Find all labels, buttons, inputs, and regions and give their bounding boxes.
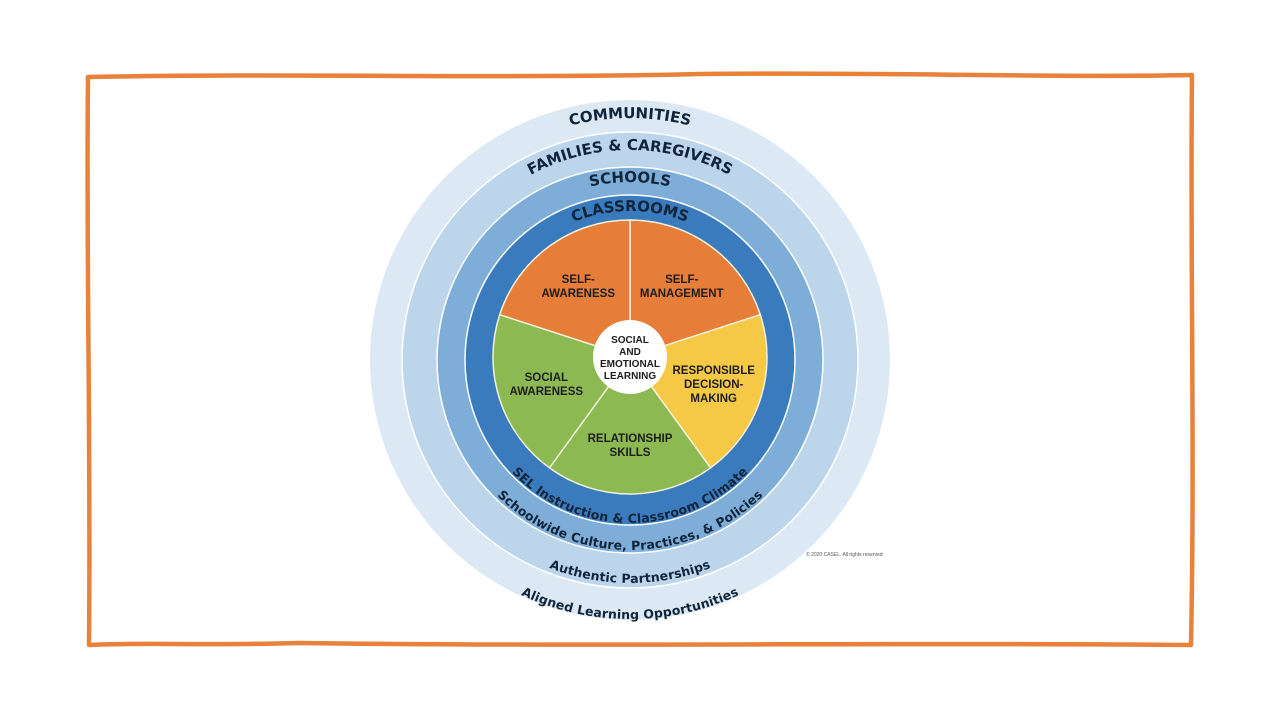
hand-drawn-border (85, 71, 1195, 648)
ring-label-schools: SCHOOLS (587, 168, 672, 190)
segment-label: SELF-AWARENESS (542, 274, 616, 300)
center-circle (593, 320, 667, 394)
segment-label: SELF-MANAGEMENT (640, 274, 724, 300)
segment-selfawareness (498, 219, 631, 359)
copyright-notice: © 2020 CASEL. All rights reserved (806, 552, 883, 558)
segment-selfmanagement (629, 219, 762, 359)
segment-relationshipskills (548, 355, 712, 495)
